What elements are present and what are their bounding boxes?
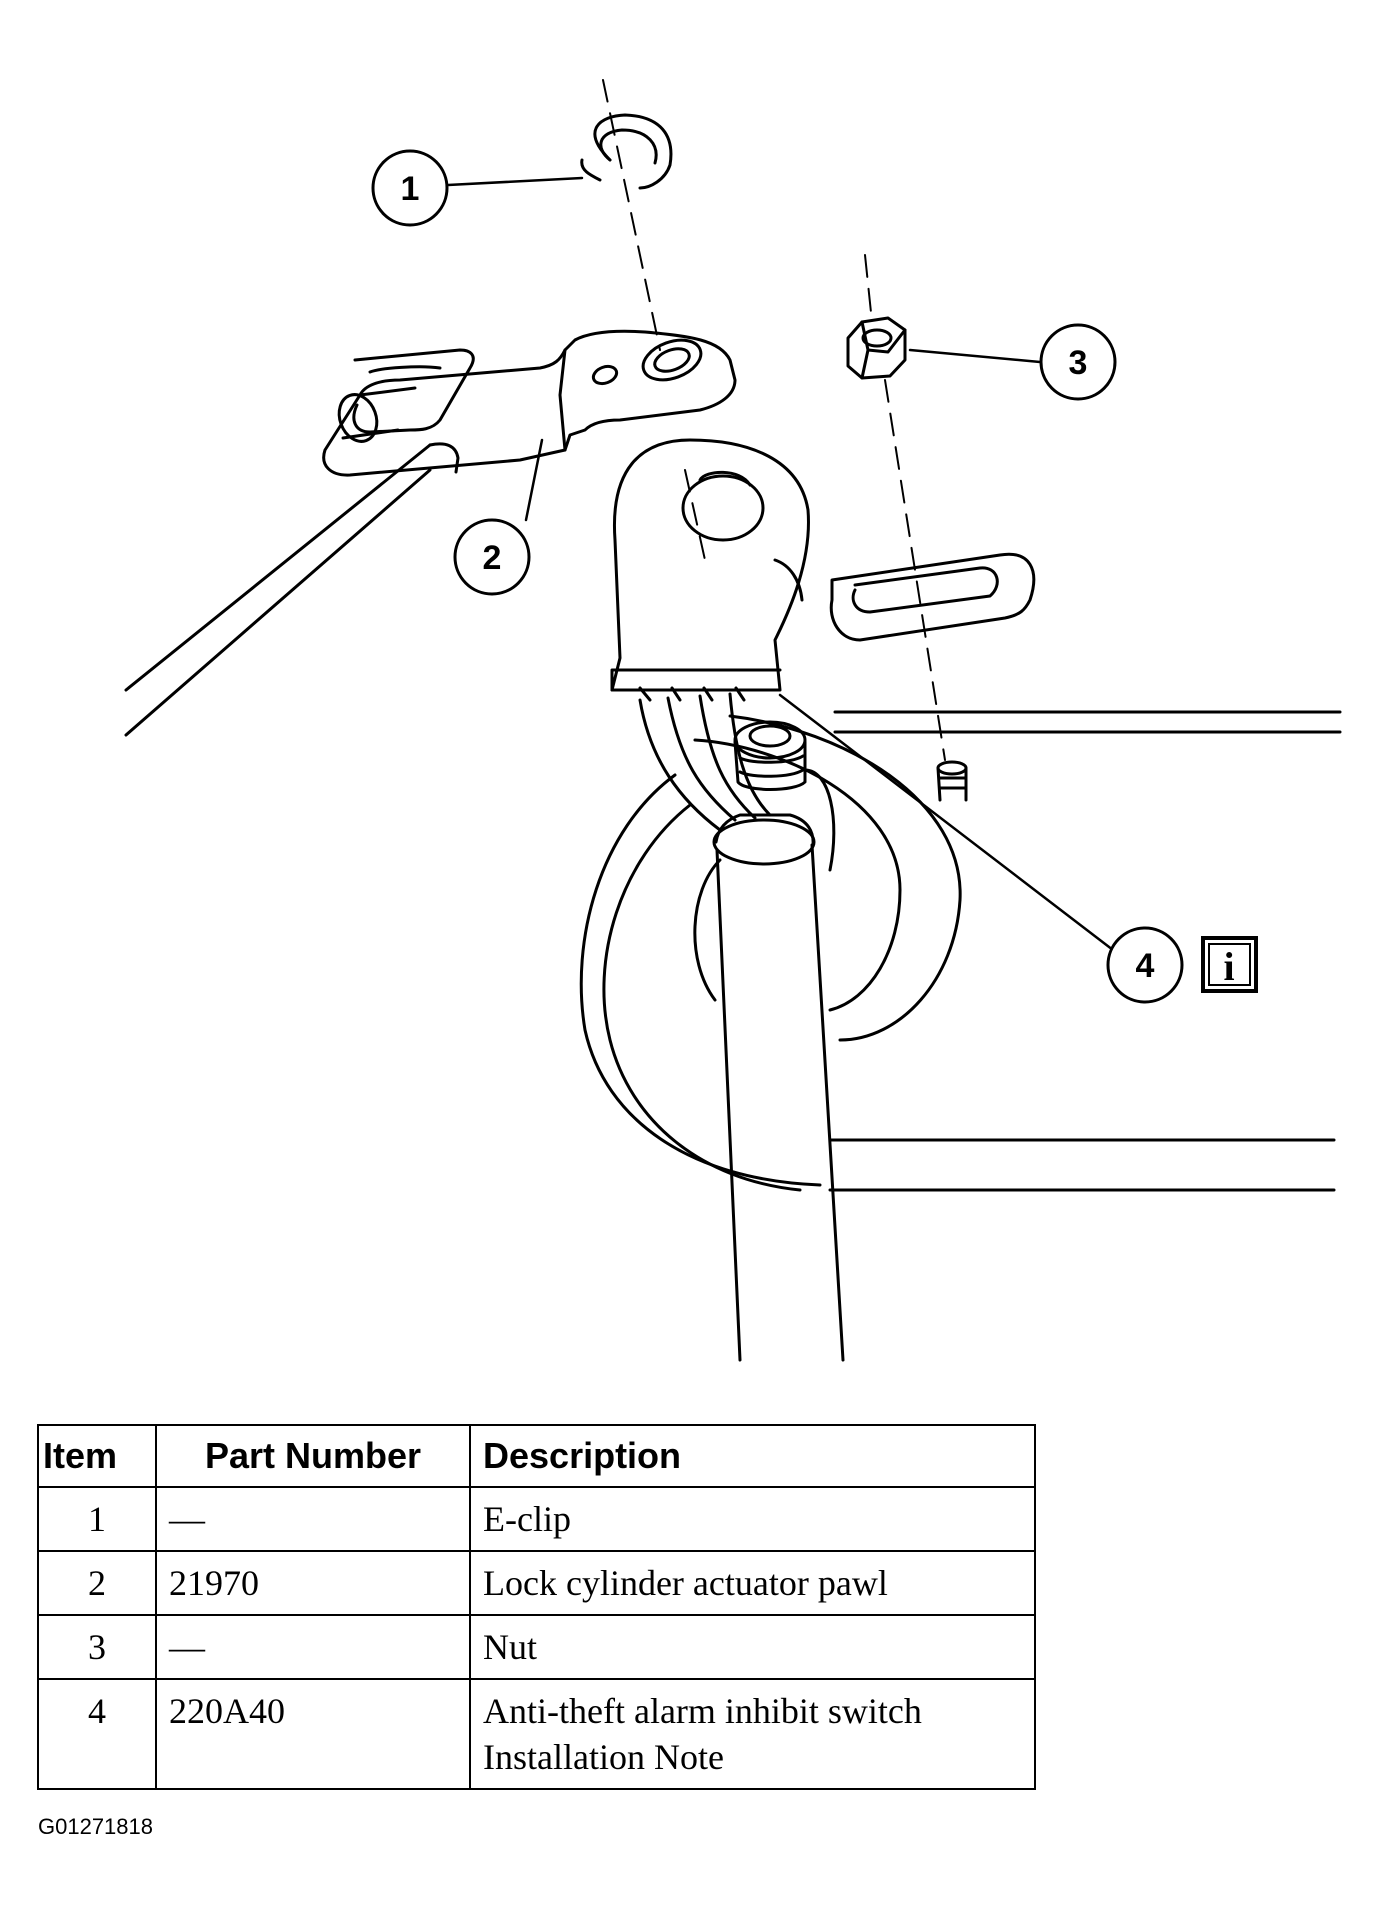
row-description: E-clip [469, 1486, 1036, 1552]
row-part-number: — [155, 1614, 471, 1680]
callout-2-number: 2 [483, 539, 502, 577]
row-description: Lock cylinder actuator pawl [469, 1550, 1036, 1616]
callout-2: 2 [453, 518, 531, 596]
description-line: Lock cylinder actuator pawl [483, 1563, 888, 1603]
header-part-number: Part Number [155, 1424, 471, 1488]
row-item: 3 [37, 1614, 157, 1680]
row-part-number: — [155, 1486, 471, 1552]
row-part-number: 21970 [155, 1550, 471, 1616]
info-icon-letter: i [1223, 944, 1234, 989]
e-clip [580, 113, 673, 190]
row-item: 2 [37, 1550, 157, 1616]
callout-3: 3 [1039, 323, 1117, 401]
callout-4: 4 [1106, 926, 1184, 1004]
wiring-harness [638, 692, 845, 1362]
row-item: 4 [37, 1678, 157, 1790]
info-icon: i [1201, 936, 1258, 993]
table-header-row: Item Part Number Description [37, 1424, 1036, 1488]
description-line: Anti-theft alarm inhibit switch [483, 1691, 922, 1731]
assembly-centerlines [602, 79, 946, 761]
row-part-number: 220A40 [155, 1678, 471, 1790]
callout-1-number: 1 [401, 170, 420, 208]
background-panel [828, 710, 1342, 1192]
header-item: Item [37, 1424, 157, 1488]
table-row: 3 — Nut [37, 1614, 1036, 1680]
housing-boss [579, 714, 962, 1192]
hex-nut [846, 316, 907, 380]
callout-1: 1 [371, 149, 449, 227]
figure-code: G01271818 [38, 1814, 153, 1839]
inhibit-switch [610, 438, 1036, 702]
description-line: Nut [483, 1627, 537, 1667]
table-row: 4 220A40 Anti-theft alarm inhibit switch… [37, 1678, 1036, 1790]
header-description: Description [469, 1424, 1036, 1488]
description-line: E-clip [483, 1499, 571, 1539]
leader-lines [446, 176, 1115, 952]
actuator-pawl [322, 329, 737, 477]
installation-note-link[interactable]: Installation Note [483, 1737, 724, 1777]
callout-4-number: 4 [1136, 947, 1155, 985]
table-row: 2 21970 Lock cylinder actuator pawl [37, 1550, 1036, 1616]
row-item: 1 [37, 1486, 157, 1552]
switch-stud [733, 720, 836, 872]
table-row: 1 — E-clip [37, 1486, 1036, 1552]
parts-table: Item Part Number Description 1 — E-clip … [37, 1424, 1036, 1790]
callout-3-number: 3 [1069, 344, 1088, 382]
row-description: Nut [469, 1614, 1036, 1680]
alignment-pin [936, 760, 968, 802]
column-shaft [124, 442, 460, 737]
